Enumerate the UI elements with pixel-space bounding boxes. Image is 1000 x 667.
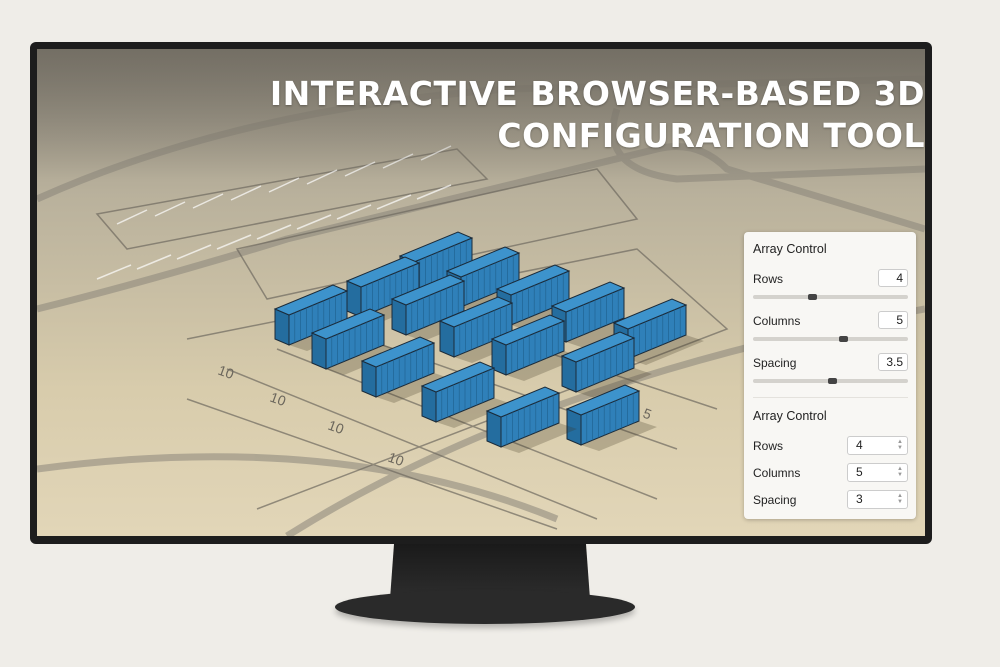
spinner-arrows-icon[interactable]: ▲▼ bbox=[897, 439, 903, 451]
spacing-slider[interactable] bbox=[753, 378, 908, 384]
panel-title: Array Control bbox=[753, 242, 827, 256]
page-title: INTERACTIVE BROWSER-BASED 3D CONFIGURATI… bbox=[269, 74, 925, 155]
3d-viewport[interactable]: 10 10 10 10 5 bbox=[37, 49, 925, 536]
columns-spinner[interactable]: 5 ▲▼ bbox=[847, 463, 908, 482]
columns-spinner-value: 5 bbox=[856, 465, 863, 479]
spinner-arrows-icon[interactable]: ▲▼ bbox=[897, 466, 903, 478]
parking-stall-line bbox=[256, 224, 292, 240]
container-box[interactable] bbox=[420, 361, 512, 428]
spinner-arrows-icon[interactable]: ▲▼ bbox=[897, 493, 903, 505]
container-box[interactable] bbox=[485, 386, 577, 453]
columns-label: Columns bbox=[753, 314, 801, 328]
parking-stall-line bbox=[136, 254, 172, 270]
grid-axis-labels: 10 10 10 10 5 bbox=[216, 362, 654, 469]
columns-slider[interactable] bbox=[753, 336, 908, 342]
parking-stall-line bbox=[154, 201, 186, 217]
rows-input[interactable]: 4 bbox=[878, 269, 908, 287]
spacing-spinner[interactable]: 3 ▲▼ bbox=[847, 490, 908, 509]
rows-spinner-value: 4 bbox=[856, 438, 863, 452]
parking-stall-line bbox=[176, 244, 212, 260]
array-control-panel: Array Control Rows 4 Columns 5 Spacing 3… bbox=[744, 232, 916, 519]
parking-stall-line bbox=[216, 234, 252, 250]
slider-thumb[interactable] bbox=[807, 294, 817, 300]
axis-label: 10 bbox=[216, 362, 236, 382]
axis-label: 10 bbox=[386, 449, 406, 469]
rows-label: Rows bbox=[753, 272, 784, 286]
parking-stall-line bbox=[116, 209, 148, 225]
spacing-spinner-value: 3 bbox=[856, 492, 863, 506]
container-box[interactable] bbox=[565, 384, 657, 451]
monitor-stand-base bbox=[335, 590, 635, 624]
container-box[interactable] bbox=[550, 281, 642, 348]
title-overlay bbox=[37, 49, 925, 179]
divider bbox=[753, 397, 908, 398]
slider-thumb[interactable] bbox=[828, 378, 838, 384]
monitor-screen: 10 10 10 10 5 INTERACTIVE BROWSER-BASED … bbox=[37, 49, 925, 536]
axis-label: 10 bbox=[268, 389, 288, 409]
slider-thumb[interactable] bbox=[838, 336, 848, 342]
columns-label-2: Columns bbox=[753, 466, 801, 480]
rows-slider[interactable] bbox=[753, 294, 908, 300]
parking-stall-line bbox=[376, 194, 412, 210]
parking-stall-line bbox=[296, 214, 332, 230]
columns-input[interactable]: 5 bbox=[878, 311, 908, 329]
container-box[interactable] bbox=[360, 336, 452, 403]
rows-label-2: Rows bbox=[753, 439, 784, 453]
parking-stall-line bbox=[192, 193, 224, 209]
monitor-stand-neck bbox=[390, 544, 590, 599]
parking-stall-line bbox=[336, 204, 372, 220]
parking-stall-line bbox=[416, 184, 452, 200]
axis-label: 5 bbox=[641, 405, 654, 423]
panel-title-2: Array Control bbox=[753, 409, 827, 423]
rows-spinner[interactable]: 4 ▲▼ bbox=[847, 436, 908, 455]
spacing-label-2: Spacing bbox=[753, 493, 797, 507]
container-box[interactable] bbox=[560, 331, 652, 398]
parking-stall-line bbox=[96, 264, 132, 280]
parking-stall-line bbox=[268, 177, 300, 193]
parking-stall-line bbox=[230, 185, 262, 201]
container-array[interactable] bbox=[273, 231, 704, 453]
spacing-input[interactable]: 3.5 bbox=[878, 353, 908, 371]
spacing-label: Spacing bbox=[753, 356, 797, 370]
axis-label: 10 bbox=[326, 417, 346, 437]
